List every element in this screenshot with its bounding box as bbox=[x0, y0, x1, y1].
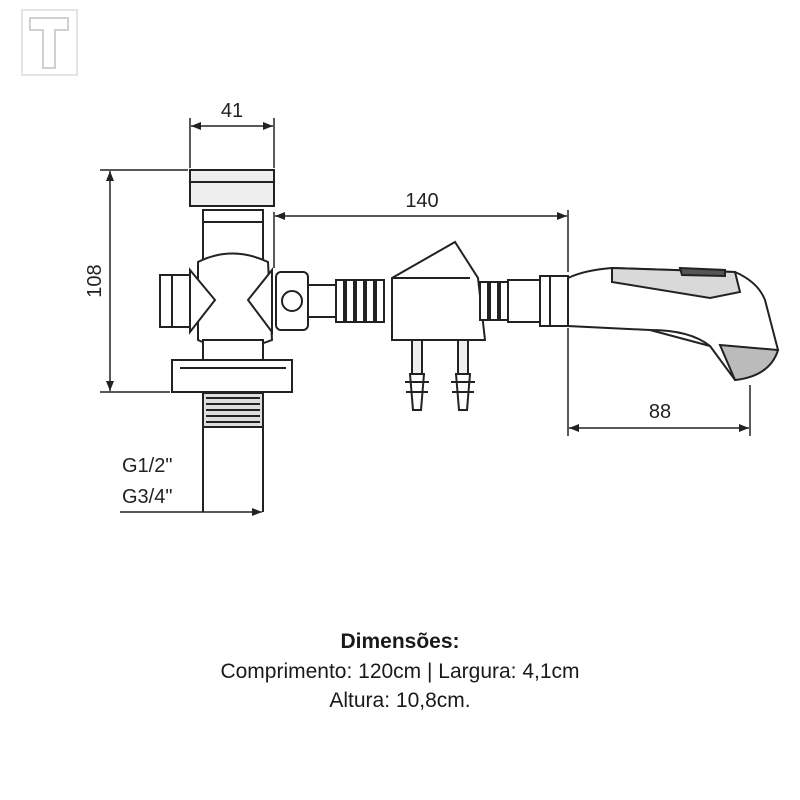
caption-line-1: Comprimento: 120cm | Largura: 4,1cm bbox=[220, 660, 580, 683]
dim-height: 108 bbox=[84, 264, 106, 297]
brand-logo-icon bbox=[21, 9, 78, 76]
dim-width-top: 41 bbox=[221, 100, 243, 122]
valve-cap bbox=[189, 169, 275, 207]
dimension-lines bbox=[100, 118, 751, 516]
caption-title: Dimensões: bbox=[340, 630, 460, 653]
caption-line-2: Altura: 10,8cm. bbox=[329, 689, 471, 712]
dim-handle: 88 bbox=[649, 401, 671, 423]
dim-length: 140 bbox=[405, 190, 438, 212]
valve-body bbox=[159, 169, 309, 512]
hose-connector bbox=[479, 275, 569, 327]
dim-thread-1: G1/2" bbox=[122, 455, 172, 477]
wall-bracket bbox=[391, 240, 487, 411]
flexible-hose bbox=[307, 279, 385, 323]
hand-shower bbox=[567, 266, 780, 382]
dim-thread-2: G3/4" bbox=[122, 486, 172, 508]
